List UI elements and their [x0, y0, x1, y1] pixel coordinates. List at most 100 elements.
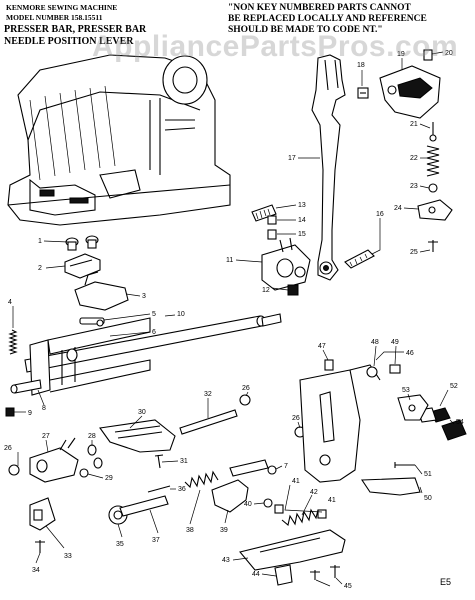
callout-26: 26 — [4, 445, 12, 452]
part-18-screw — [357, 87, 369, 99]
callout-23: 23 — [410, 183, 418, 190]
callout-27: 27 — [42, 433, 50, 440]
callout-15: 15 — [298, 231, 306, 238]
callout-32: 32 — [204, 391, 212, 398]
callout-5: 5 — [152, 311, 156, 318]
part-23-washer — [428, 183, 438, 193]
callout-18: 18 — [357, 62, 365, 69]
part-19-bracket — [379, 65, 441, 119]
part-27-crank — [29, 437, 79, 483]
callout-54: 54 — [456, 419, 464, 426]
callout-41: 41 — [292, 478, 300, 485]
callout-26-b: 26 — [242, 385, 250, 392]
callout-47: 47 — [318, 343, 326, 350]
part-11-thread-guide — [261, 237, 311, 291]
part-31-pin — [154, 454, 164, 469]
part-50-lever — [360, 477, 421, 496]
callout-19: 19 — [397, 51, 405, 58]
part-21-pin — [429, 122, 437, 142]
sewing-machine-head — [7, 54, 231, 226]
part-30-shaft-lever — [99, 419, 176, 453]
part-33-bracket — [29, 497, 56, 531]
part-51-screw — [394, 462, 415, 468]
part-12-screw — [287, 284, 299, 296]
callout-40: 40 — [244, 501, 252, 508]
callout-17: 17 — [288, 155, 296, 162]
callout-45: 45 — [344, 583, 352, 590]
callout-35: 35 — [116, 541, 124, 548]
section-title-line-2: NEEDLE POSITION LEVER — [4, 36, 134, 47]
callout-46: 46 — [406, 350, 414, 357]
part-8-stud — [10, 379, 42, 394]
part-9-screw — [5, 407, 15, 417]
callout-38: 38 — [186, 527, 194, 534]
part-47-48-49-hardware — [324, 359, 401, 378]
callout-53: 53 — [402, 387, 410, 394]
part-2-presser-foot-plate — [64, 253, 101, 279]
callout-10: 10 — [177, 311, 185, 318]
callout-9: 9 — [28, 410, 32, 417]
part-34-screw — [35, 540, 45, 553]
callout-21: 21 — [410, 121, 418, 128]
callout-7: 7 — [284, 463, 288, 470]
callout-42: 42 — [310, 489, 318, 496]
callout-11: 11 — [226, 257, 233, 264]
part-46-plate — [299, 364, 381, 483]
callout-8: 8 — [42, 405, 46, 412]
callout-26-c: 26 — [292, 415, 300, 422]
part-38-spring — [184, 470, 219, 489]
brand-line: KENMORE SEWING MACHINE — [6, 3, 118, 12]
callout-22: 22 — [410, 155, 418, 162]
callout-34: 34 — [32, 567, 40, 574]
part-29-washer — [79, 468, 89, 478]
callout-4: 4 — [8, 299, 12, 306]
callout-3: 3 — [142, 293, 146, 300]
callout-50: 50 — [424, 495, 432, 502]
callout-36: 36 — [178, 486, 186, 493]
part-39-link — [211, 479, 249, 513]
part-37-rod — [119, 495, 169, 517]
callout-52: 52 — [450, 383, 458, 390]
part-45-screws — [310, 565, 340, 580]
callout-1: 1 — [38, 238, 42, 245]
callout-51: 51 — [424, 471, 432, 478]
callout-13: 13 — [298, 202, 306, 209]
callout-25: 25 — [410, 249, 418, 256]
callout-28: 28 — [88, 433, 96, 440]
callout-31: 31 — [180, 458, 188, 465]
callout-48: 48 — [371, 339, 379, 346]
model-line: MODEL NUMBER 158.15511 — [6, 13, 103, 22]
callout-49: 49 — [391, 339, 399, 346]
part-43-bracket — [239, 529, 346, 571]
part-16-pin — [344, 249, 375, 269]
callout-2: 2 — [38, 265, 42, 272]
callout-16: 16 — [376, 211, 384, 218]
callout-14: 14 — [298, 217, 306, 224]
part-17-needle-position-lever — [311, 54, 346, 281]
part-10-presser-bar — [24, 313, 282, 373]
part-22-spring — [426, 145, 440, 177]
callout-33: 33 — [64, 553, 72, 560]
part-25-screw — [428, 240, 438, 252]
callout-24: 24 — [394, 205, 402, 212]
callout-numbers: 1 2 3 4 5 6 10 8 9 11 12 13 14 15 16 17 … — [4, 50, 464, 590]
page-code: E5 — [440, 577, 452, 587]
callout-6: 6 — [152, 329, 156, 336]
part-44-latch — [274, 564, 293, 586]
callout-30: 30 — [138, 409, 146, 416]
note-line-1: "NON KEY NUMBERED PARTS CANNOT — [228, 3, 411, 13]
note-line-3: SHOULD BE MADE TO CODE NT." — [228, 25, 383, 35]
part-53-lever — [397, 394, 429, 421]
callout-41-b: 41 — [328, 497, 336, 504]
part-32-shaft — [179, 409, 238, 435]
part-54-pad — [441, 419, 467, 441]
callout-37: 37 — [152, 537, 160, 544]
part-24-latch — [417, 199, 453, 221]
part-3-bracket — [74, 271, 129, 311]
leader-lines — [12, 51, 455, 587]
part-28-washers — [87, 444, 103, 469]
callout-12: 12 — [262, 287, 270, 294]
part-4-spring — [8, 329, 18, 355]
part-13-screw — [251, 204, 277, 222]
